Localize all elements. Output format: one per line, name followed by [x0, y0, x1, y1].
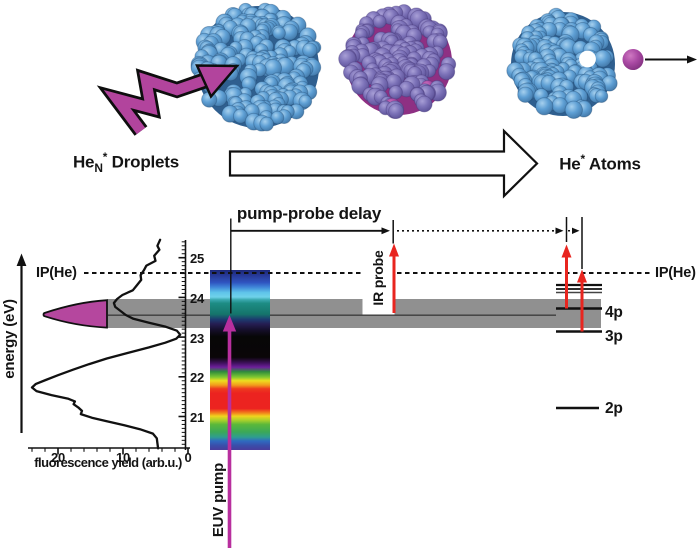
pump-probe-delay-label: pump-probe delay [236, 204, 382, 223]
ip-he-label-left: IP(He) [36, 265, 77, 281]
he-atom-sphere [415, 95, 433, 113]
fluorescence-spectrum-curve [30, 238, 182, 450]
atom-arrow-head [687, 55, 697, 64]
droplets-label-base: He [72, 152, 95, 172]
ionization-arrow-3p [577, 269, 587, 332]
energy-tick-23: 23 [190, 330, 205, 346]
atoms-label-sup: * [580, 152, 586, 166]
energy-tick-22: 22 [190, 370, 205, 385]
scan-step-head [572, 227, 580, 234]
fluorescence-axis-label: fluorescence yield (arb.u.) [34, 455, 182, 470]
delay-dotted-arrow [397, 227, 564, 235]
atoms-label-rest: Atoms [584, 154, 641, 174]
fluorescence-colormap-column [210, 270, 270, 450]
process-arrow [228, 128, 539, 199]
energy-tick-25: 25 [190, 251, 205, 266]
ip-he-label-right: IP(He) [655, 265, 696, 281]
he-atom-sphere [298, 94, 313, 109]
x-tick-20: 20 [50, 450, 66, 465]
euv-arrow-head [222, 315, 237, 332]
atom-escape-arrow [645, 55, 697, 64]
scan-step-arrow [568, 227, 580, 234]
he-atom-sphere [272, 26, 286, 40]
energy-tick-24: 24 [190, 290, 205, 306]
he-atom-sphere [388, 103, 405, 120]
x-tick-10: 10 [115, 450, 131, 465]
he-atom-sphere [517, 86, 534, 103]
he-atom-sphere [564, 100, 583, 119]
ir-probe-band-notch [362, 298, 395, 316]
he-atom-sphere [259, 116, 275, 132]
he-atom-sphere [594, 89, 609, 103]
ir-arrow-head [389, 243, 399, 257]
he-droplet-relaxed [338, 4, 457, 120]
arrow-3p-head [577, 269, 587, 283]
he-atom-sphere [535, 97, 554, 116]
he-droplet-excited [190, 2, 322, 132]
droplets-label: HeN* Droplets [56, 150, 196, 175]
droplet-band-peak [42, 299, 108, 329]
bolt-arrowhead [195, 64, 240, 99]
euv-pump-arrow [222, 315, 237, 548]
energy-axis-arrow [16, 253, 27, 433]
he-droplet-ejecting [506, 7, 618, 119]
ir-probe-arrow [389, 243, 399, 313]
he-atom-sphere [372, 14, 387, 29]
droplets-label-sub: N [94, 161, 103, 176]
level-3p-label: 3p [605, 328, 623, 345]
atoms-label: He* Atoms [550, 152, 650, 175]
droplet-band-right [270, 299, 601, 328]
he-atom-sphere [270, 110, 285, 125]
level-2p-label: 2p [605, 400, 623, 417]
droplets-label-rest: Droplets [107, 152, 180, 172]
pump-probe-delay-arrow [231, 227, 390, 235]
he-atom-sphere [388, 85, 403, 100]
x-tick-0: 0 [184, 450, 192, 465]
energy-axis-label: energy (eV) [1, 299, 18, 379]
euv-lightning-bolt-icon [96, 64, 240, 136]
delay-arrow-head [381, 227, 390, 235]
droplets-label-sup: * [102, 150, 108, 164]
ionization-arrow-4p [561, 244, 572, 309]
arrow-4p-head [561, 244, 572, 258]
he-atom-sphere [302, 42, 318, 58]
energy-arrow-head [16, 253, 27, 266]
ir-probe-label: IR probe [370, 250, 386, 306]
vacancy-hole [579, 50, 596, 68]
level-4p-label: 4p [605, 304, 623, 321]
atoms-label-base: He [559, 154, 581, 174]
euv-pump-label: EUV pump [210, 462, 227, 538]
ejected-he-atom [622, 49, 644, 70]
he-atom-sphere [438, 63, 456, 81]
dotted-head [555, 227, 564, 235]
energy-tick-21: 21 [190, 410, 205, 425]
bolt-fill [103, 72, 208, 135]
